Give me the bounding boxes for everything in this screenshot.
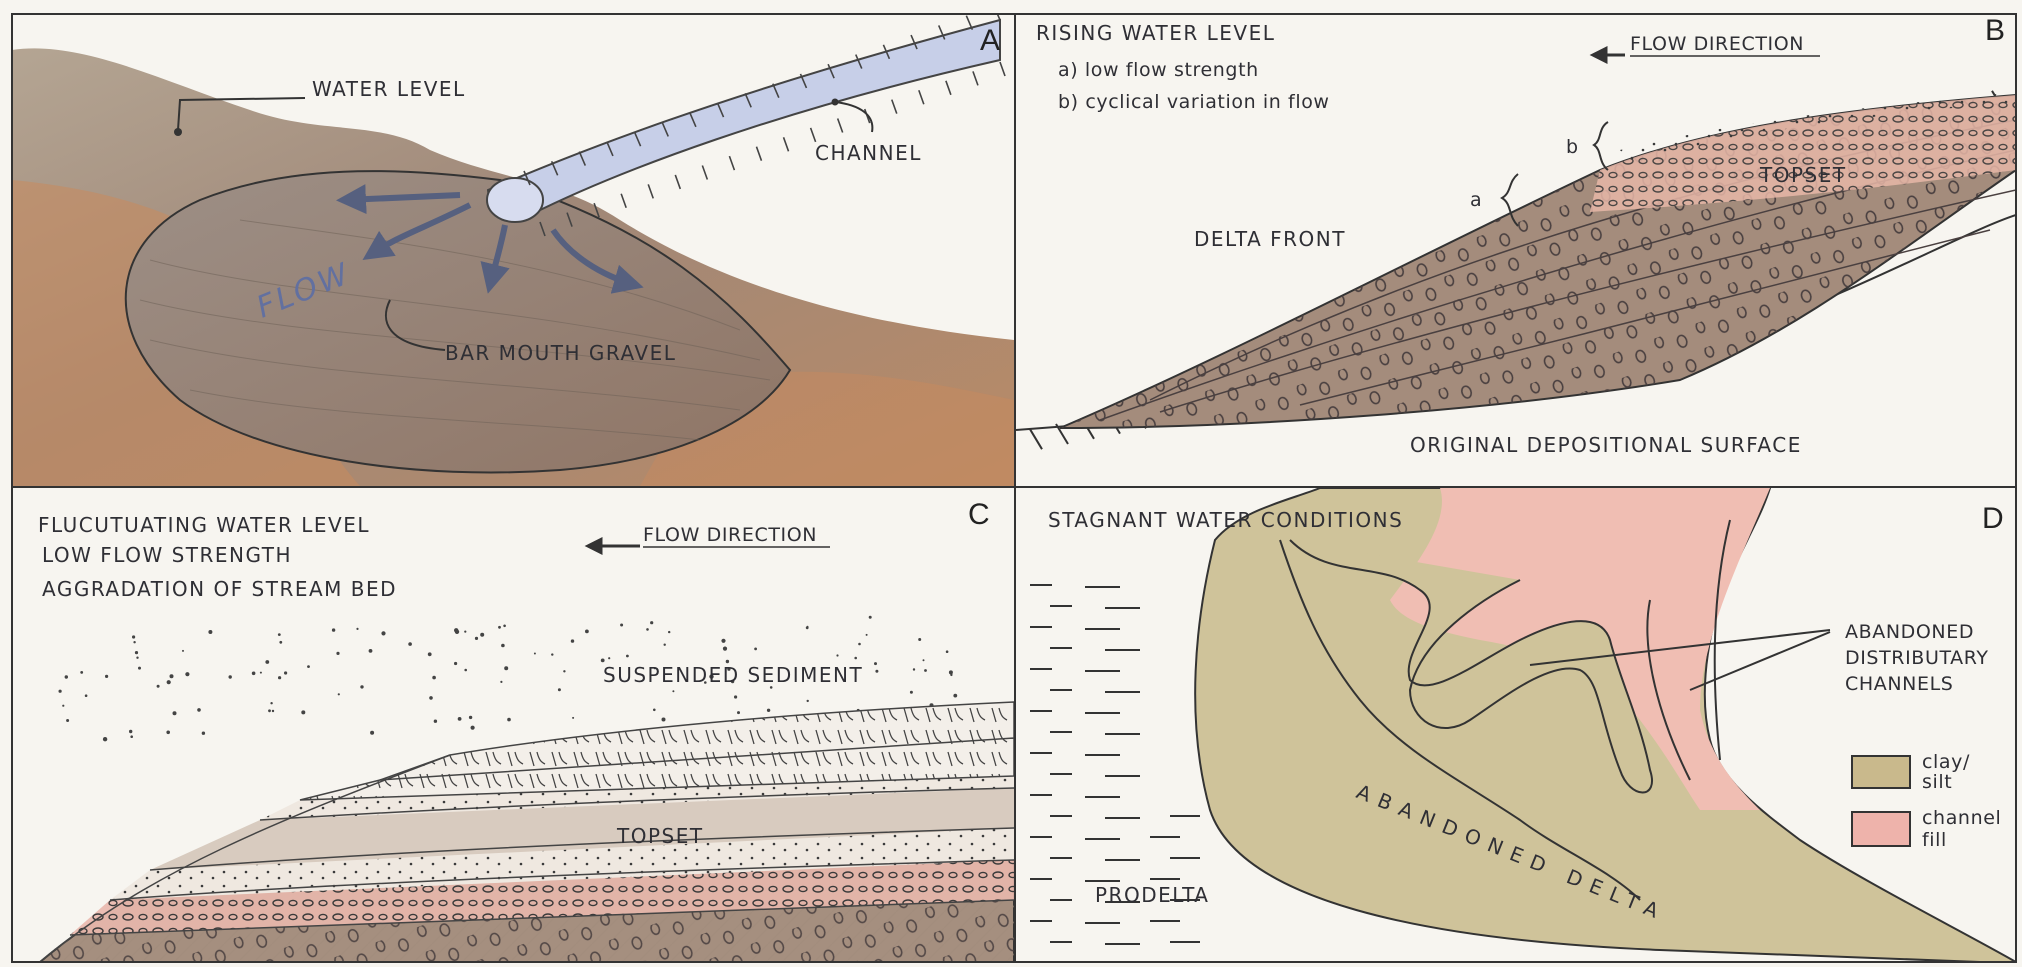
panel-d-letter: D (1982, 502, 2004, 535)
flow-direction-label-c: FLOW DIRECTION (643, 524, 817, 546)
panel-b: RISING WATER LEVEL a) low flow strength … (1016, 14, 2022, 457)
low-flow-strength-text: LOW FLOW STRENGTH (42, 543, 292, 567)
panel-c-letter: C (968, 498, 990, 531)
bracket-b-label: b (1566, 136, 1579, 158)
stagnant-water-label: STAGNANT WATER CONDITIONS (1048, 508, 1403, 532)
topset-label-b: TOPSET (1759, 163, 1847, 187)
cyclical-variation-item: b) cyclical variation in flow (1058, 91, 1330, 113)
fluctuating-water-level-text: FLUCUTUATING WATER LEVEL (38, 513, 370, 537)
panel-a-gravel-fan (126, 171, 790, 472)
legend-swatch-clay-silt (1852, 756, 1910, 788)
channel-mouth (487, 178, 543, 222)
legend-clay-silt-line2: silt (1922, 771, 1952, 793)
abandoned-channels-line1: ABANDONED (1845, 621, 1974, 643)
bracket-b (1594, 122, 1608, 170)
bar-mouth-gravel-label: BAR MOUTH GRAVEL (445, 341, 676, 365)
panel-a: FLOW WATER LEVEL CHANNEL BAR MOUTH GRAVE… (12, 6, 1014, 486)
panel-b-letter: B (1985, 14, 2005, 47)
flow-direction-label-b: FLOW DIRECTION (1630, 33, 1804, 55)
rising-water-level-heading: RISING WATER LEVEL (1036, 21, 1275, 45)
channel-label: CHANNEL (815, 141, 922, 165)
legend-channel-fill-line2: fill (1922, 829, 1947, 851)
legend-clay-silt-line1: clay/ (1922, 751, 1970, 773)
water-level-label: WATER LEVEL (312, 77, 466, 101)
original-depositional-surface-label: ORIGINAL DEPOSITIONAL SURFACE (1410, 433, 1802, 457)
abandoned-channels-line2: DISTRIBUTARY (1845, 647, 1989, 669)
panel-a-letter: A (980, 24, 1000, 57)
abandoned-channels-line3: CHANNELS (1845, 673, 1953, 695)
channel-stream (488, 20, 1000, 219)
suspended-sediment-label: SUSPENDED SEDIMENT (603, 663, 863, 687)
low-flow-strength-item: a) low flow strength (1058, 59, 1259, 81)
delta-front-label: DELTA FRONT (1194, 227, 1346, 251)
bracket-a-label: a (1470, 189, 1482, 211)
panel-d: STAGNANT WATER CONDITIONS ABANDONED DIST… (1030, 488, 2016, 962)
legend-swatch-channel-fill (1852, 812, 1910, 846)
prodelta-label: PRODELTA (1095, 883, 1209, 907)
legend-channel-fill-line1: channel (1922, 807, 2001, 829)
panel-c: FLUCUTUATING WATER LEVEL LOW FLOW STRENG… (38, 498, 1014, 962)
topset-label-c: TOPSET (616, 824, 704, 848)
aggradation-text: AGGRADATION OF STREAM BED (42, 577, 397, 601)
